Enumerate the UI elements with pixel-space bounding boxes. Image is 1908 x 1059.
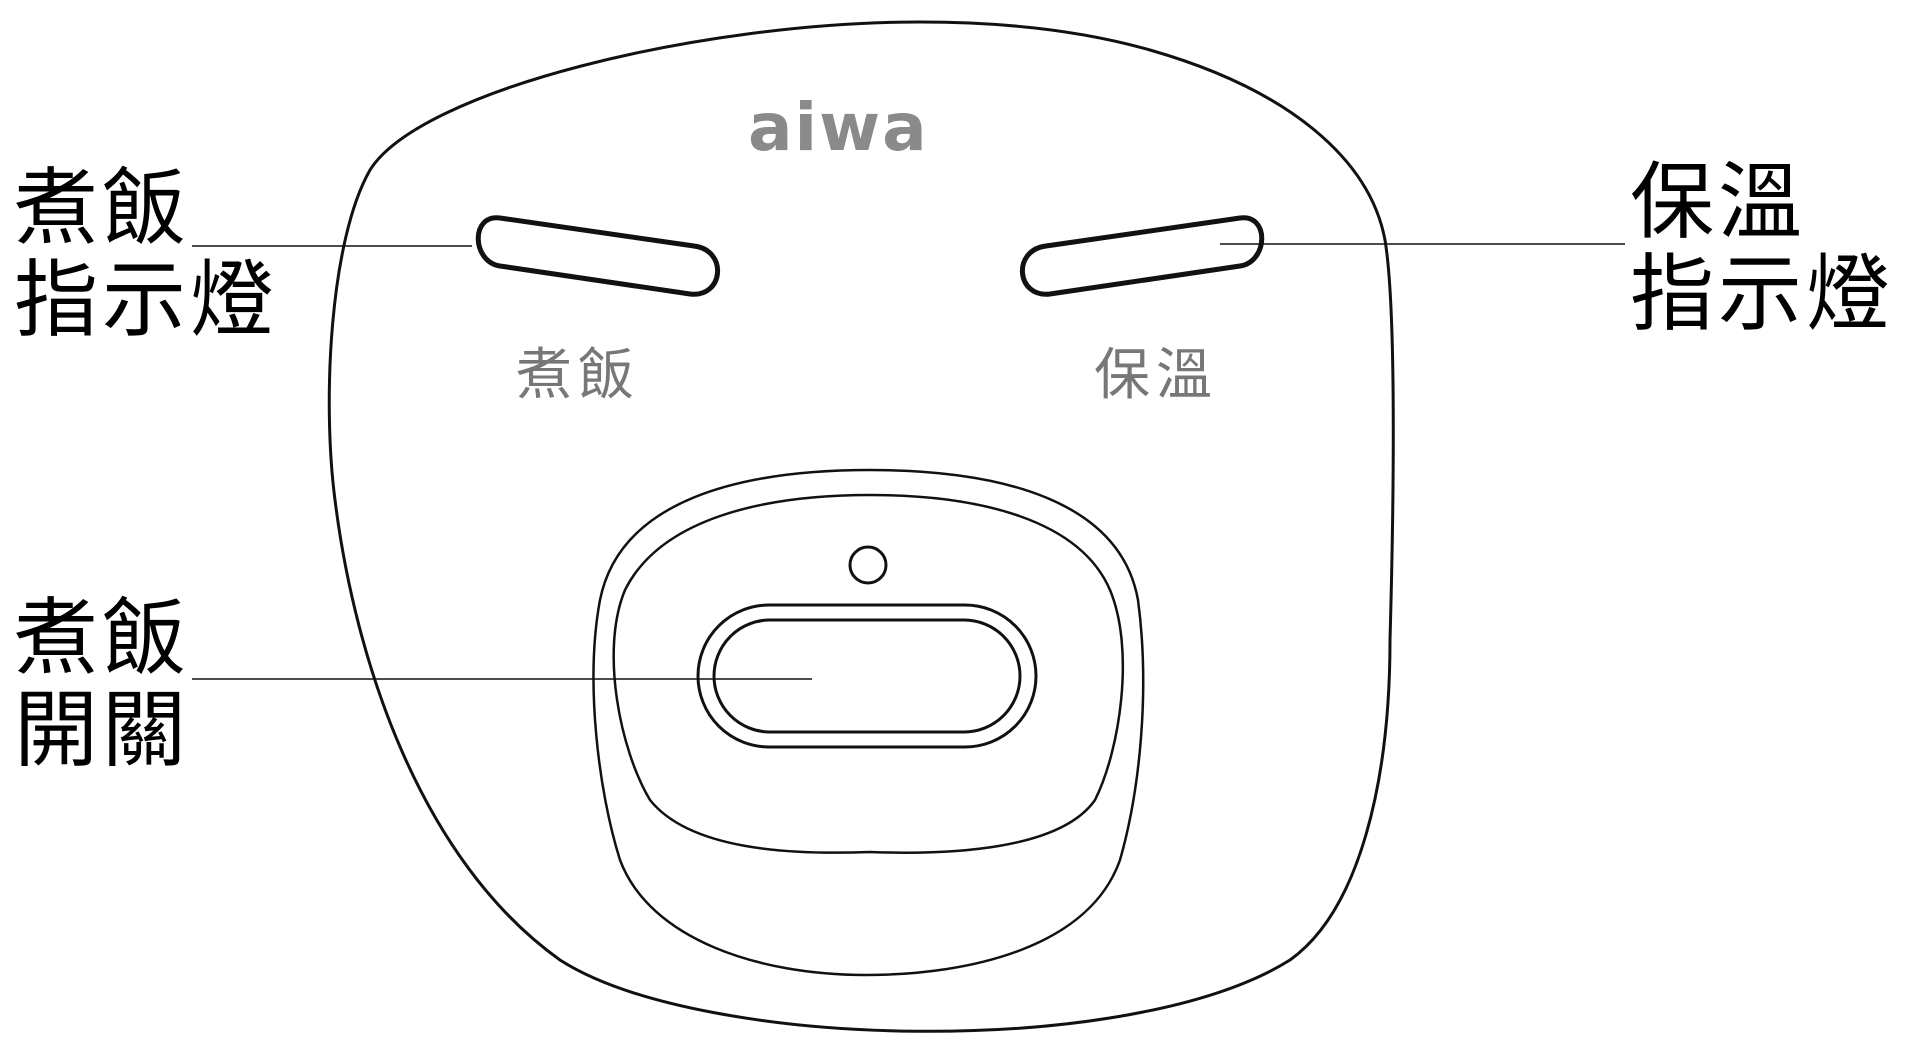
switch-housing-outer	[592, 468, 1145, 977]
cook-switch-button[interactable]	[696, 603, 1038, 749]
callout-warm-indicator-line1: 保溫	[1630, 153, 1807, 251]
brand-logo: aiwa	[748, 89, 929, 166]
callout-cook-indicator-line2: 指示燈	[14, 251, 279, 349]
panel-label-cook: 煮飯	[516, 343, 640, 408]
callout-cook-switch-line2: 開關	[14, 681, 191, 779]
warm-indicator-light	[1019, 215, 1265, 297]
switch-indicator-dot	[848, 545, 888, 585]
callout-cook-indicator: 煮飯 指示燈	[14, 162, 278, 346]
callout-warm-indicator: 保溫 指示燈	[1630, 156, 1894, 340]
callout-cook-switch: 煮飯 開關	[14, 592, 190, 776]
panel-outline	[327, 20, 1395, 1033]
callout-cook-indicator-line1: 煮飯	[14, 159, 191, 257]
switch-housing-inner	[612, 493, 1125, 854]
panel-label-warm: 保溫	[1094, 343, 1218, 408]
cook-indicator-light	[475, 215, 721, 297]
callout-warm-indicator-line2: 指示燈	[1630, 245, 1895, 343]
brand-logo-text: aiwa	[748, 89, 929, 166]
callout-cook-switch-line1: 煮飯	[14, 589, 191, 687]
